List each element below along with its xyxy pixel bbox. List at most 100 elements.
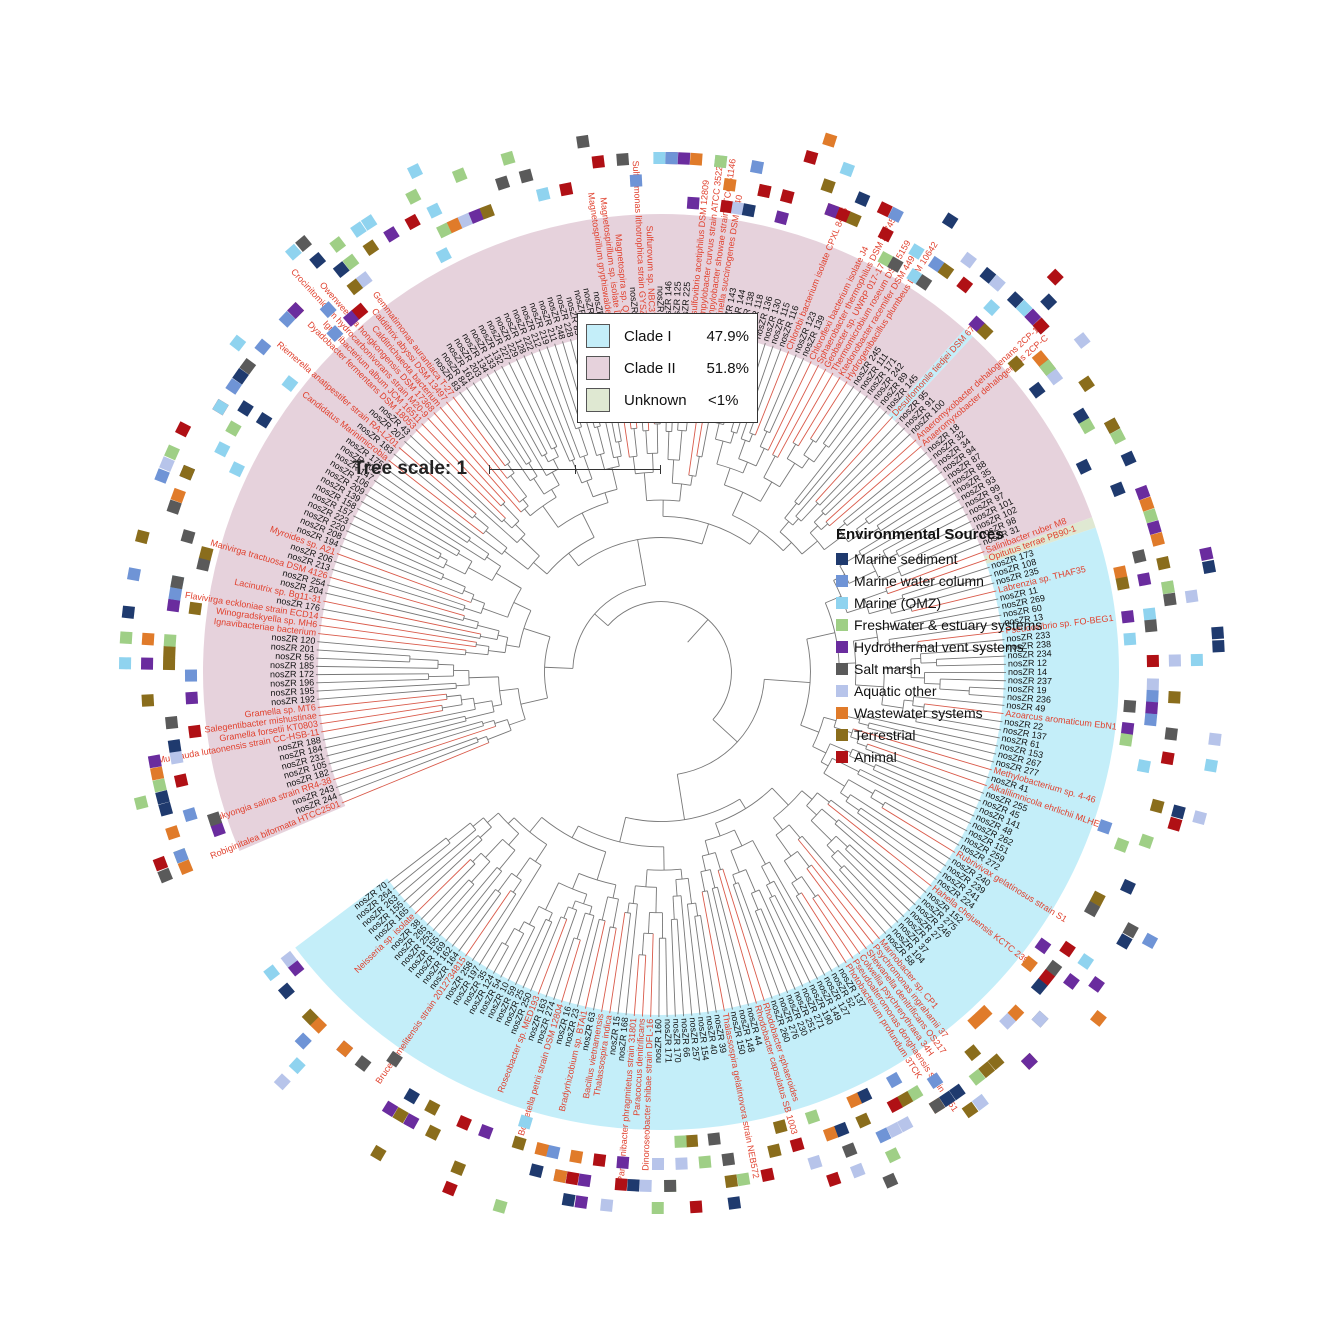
branch <box>672 896 675 920</box>
branch <box>843 865 899 923</box>
branch <box>504 550 529 570</box>
environment-square <box>1020 1052 1038 1070</box>
branch <box>888 622 1003 640</box>
leaf-label: nosZR 195 <box>270 686 315 698</box>
branch <box>437 663 454 666</box>
environment-square <box>198 546 214 561</box>
environment-square <box>999 1012 1017 1030</box>
environment-square <box>403 1113 420 1130</box>
environment-legend-label: Hydrothermal vent systems <box>854 639 1024 655</box>
branch <box>508 833 520 846</box>
branch <box>860 807 947 867</box>
branch <box>701 891 725 1012</box>
environment-square <box>1119 732 1133 747</box>
branch <box>717 887 749 1006</box>
branch <box>783 860 798 881</box>
branch <box>795 895 840 968</box>
branch <box>468 567 493 581</box>
branch <box>750 893 759 911</box>
branch <box>503 519 513 529</box>
branch <box>627 902 630 913</box>
branch-arc <box>857 807 862 814</box>
branch-arc <box>673 895 682 897</box>
environment-swatch-icon <box>836 553 848 565</box>
environment-legend-title: Environmental Sources <box>836 526 1004 543</box>
branch <box>831 856 843 869</box>
branch <box>464 607 482 614</box>
branch <box>754 910 789 994</box>
branch <box>797 851 810 868</box>
environment-square <box>1113 837 1130 853</box>
leaf-label: nosZR 49 <box>1006 700 1046 714</box>
environment-square <box>1171 804 1186 820</box>
branch <box>321 608 481 639</box>
branch <box>432 884 475 932</box>
environment-square <box>846 1092 863 1109</box>
branch-arc <box>647 868 682 871</box>
branch <box>806 632 835 640</box>
environment-square <box>206 811 223 827</box>
environment-square <box>435 247 452 264</box>
environment-square <box>442 1180 458 1197</box>
environment-square <box>978 1061 996 1079</box>
environment-square <box>569 1149 584 1164</box>
environment-square <box>727 1196 742 1210</box>
environment-square <box>553 1168 568 1184</box>
branch <box>788 824 801 839</box>
branch <box>865 464 938 520</box>
environment-square <box>854 191 871 207</box>
environment-square <box>875 1127 892 1144</box>
environment-square <box>884 1147 901 1164</box>
leaf-label: nosZR 73 <box>655 286 665 325</box>
environment-square <box>281 375 299 392</box>
branch <box>360 500 458 557</box>
environment-square <box>960 251 977 269</box>
environment-square <box>185 691 199 705</box>
environment-square <box>164 444 180 461</box>
branch <box>715 423 720 440</box>
environment-square <box>757 183 772 199</box>
environment-square <box>1143 508 1159 524</box>
environment-square <box>839 161 856 178</box>
branch <box>523 355 571 462</box>
environment-square <box>196 557 211 572</box>
branch-arc <box>823 758 833 774</box>
environment-square <box>1046 268 1064 286</box>
branch <box>813 445 827 463</box>
branch <box>589 906 593 915</box>
branch <box>472 598 485 604</box>
environment-square <box>287 301 305 319</box>
environment-square <box>1211 626 1225 640</box>
environment-square <box>897 1116 914 1133</box>
environment-square <box>278 310 296 328</box>
environment-square <box>822 132 838 148</box>
branch <box>786 443 797 459</box>
branch <box>745 869 756 892</box>
environment-square <box>1031 1010 1049 1028</box>
branch <box>769 861 833 972</box>
branch <box>849 844 916 906</box>
leaf-label: nosZR 66 <box>679 1018 692 1058</box>
branch <box>553 937 575 1001</box>
environment-legend-label: Salt marsh <box>854 661 921 677</box>
branch <box>798 376 841 447</box>
environment-square <box>760 1167 775 1182</box>
branch <box>924 682 941 685</box>
branch <box>583 894 588 904</box>
environment-square <box>789 1137 805 1153</box>
branch <box>764 678 811 684</box>
branch <box>655 887 657 913</box>
branch <box>825 439 917 523</box>
environment-square <box>1138 833 1154 849</box>
environment-square <box>665 151 678 165</box>
environment-square <box>1078 417 1096 435</box>
branch <box>759 431 768 447</box>
branch-arc <box>500 501 506 507</box>
leaf-label: nosZR 192 <box>271 694 316 707</box>
branch <box>870 554 886 563</box>
branch <box>317 687 457 700</box>
branch <box>763 455 776 478</box>
environment-square <box>212 398 229 416</box>
